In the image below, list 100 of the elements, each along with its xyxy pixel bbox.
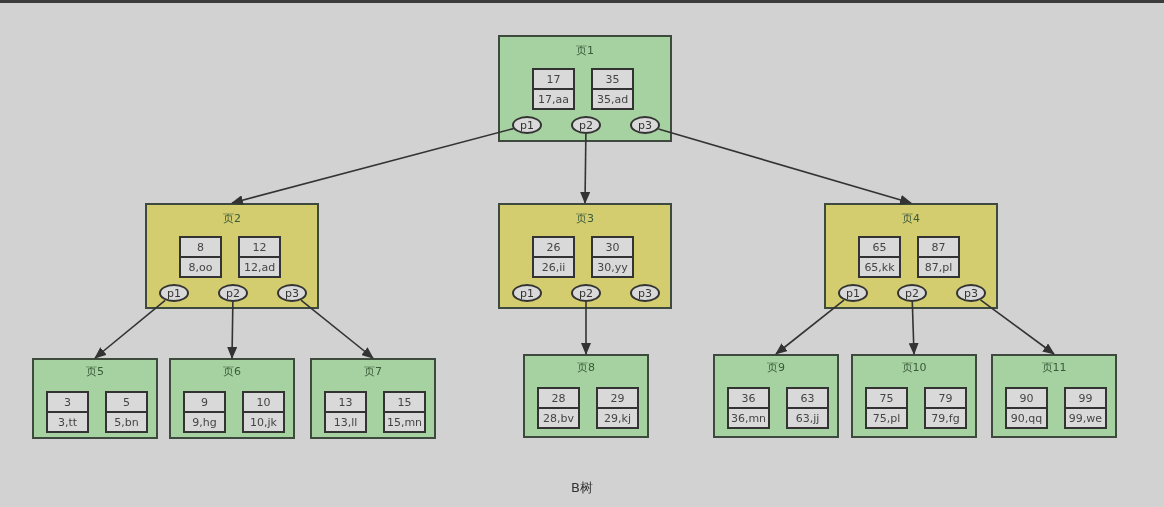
record-text: 63,jj: [788, 407, 827, 427]
key-text: 35: [604, 71, 621, 88]
page-box: [851, 354, 977, 438]
record-text: 75,pl: [867, 407, 906, 427]
record-text: 28,bv: [539, 407, 578, 427]
key-record-cell: [591, 68, 634, 110]
record-text: 36,mn: [729, 407, 768, 427]
pointer-ellipse: p3: [630, 116, 660, 134]
key-record-cell: [1005, 387, 1048, 429]
record-text: 10,jk: [244, 411, 283, 431]
arrow: [908, 301, 919, 355]
record-text: 30,yy: [593, 256, 632, 276]
page-title: 页10: [900, 361, 928, 375]
key-record-cell: [537, 387, 580, 429]
key-record-cell: [46, 391, 89, 433]
record-text: 79,fg: [926, 407, 965, 427]
pointer-ellipse: p1: [512, 284, 542, 302]
page-box: [498, 35, 672, 142]
key-record-cell: [917, 236, 960, 278]
key-text: 65: [871, 239, 888, 256]
page-box: [523, 354, 649, 438]
record-text: 5,bn: [107, 411, 146, 431]
pointer-ellipse: p2: [218, 284, 248, 302]
key-record-cell: [924, 387, 967, 429]
page-box: [991, 354, 1117, 438]
key-text: 3: [63, 394, 72, 411]
page-title: 页6: [222, 365, 242, 379]
key-text: 8: [196, 239, 205, 256]
arrow: [580, 133, 591, 204]
page-title: 页1: [575, 44, 595, 58]
record-text: 65,kk: [860, 256, 899, 276]
page-title: 页3: [575, 212, 595, 226]
pointer-ellipse: p3: [956, 284, 986, 302]
arrow: [979, 299, 1055, 355]
pointer-ellipse: p1: [838, 284, 868, 302]
key-record-cell: [786, 387, 829, 429]
key-record-cell: [179, 236, 222, 278]
key-record-cell: [238, 236, 281, 278]
key-text: 26: [545, 239, 562, 256]
record-text: 29,kj: [598, 407, 637, 427]
key-text: 10: [255, 394, 272, 411]
key-text: 87: [930, 239, 947, 256]
page-title: 页5: [85, 365, 105, 379]
key-text: 36: [740, 390, 757, 407]
page-box: [498, 203, 672, 309]
record-text: 12,ad: [240, 256, 279, 276]
arrow: [94, 299, 166, 359]
pointer-ellipse: p2: [571, 116, 601, 134]
key-record-cell: [183, 391, 226, 433]
key-text: 75: [878, 390, 895, 407]
key-record-cell: [324, 391, 367, 433]
key-text: 29: [609, 390, 626, 407]
pointer-ellipse: p3: [630, 284, 660, 302]
pointer-ellipse: p1: [159, 284, 189, 302]
pointer-ellipse: p2: [897, 284, 927, 302]
record-text: 35,ad: [593, 88, 632, 108]
record-text: 8,oo: [181, 256, 220, 276]
key-text: 9: [200, 394, 209, 411]
key-text: 17: [545, 71, 562, 88]
key-text: 12: [251, 239, 268, 256]
key-text: 90: [1018, 390, 1035, 407]
key-record-cell: [591, 236, 634, 278]
key-record-cell: [383, 391, 426, 433]
key-record-cell: [596, 387, 639, 429]
key-record-cell: [242, 391, 285, 433]
key-record-cell: [532, 68, 575, 110]
page-box: [32, 358, 158, 439]
arrow: [231, 127, 515, 205]
key-record-cell: [1064, 387, 1107, 429]
record-text: 13,ll: [326, 411, 365, 431]
record-text: 99,we: [1066, 407, 1105, 427]
page-box: [310, 358, 436, 439]
arrow: [227, 301, 238, 359]
page-title: 页7: [363, 365, 383, 379]
pointer-ellipse: p3: [277, 284, 307, 302]
pointer-ellipse: p2: [571, 284, 601, 302]
page-box: [713, 354, 839, 438]
key-text: 79: [937, 390, 954, 407]
key-text: 28: [550, 390, 567, 407]
key-record-cell: [532, 236, 575, 278]
caption: B树: [570, 479, 594, 497]
key-record-cell: [865, 387, 908, 429]
key-record-cell: [858, 236, 901, 278]
key-text: 5: [122, 394, 131, 411]
pointer-ellipse: p1: [512, 116, 542, 134]
key-text: 15: [396, 394, 413, 411]
key-record-cell: [727, 387, 770, 429]
arrow: [581, 301, 591, 355]
key-text: 63: [799, 390, 816, 407]
arrow: [775, 299, 845, 355]
record-text: 87,pl: [919, 256, 958, 276]
record-text: 17,aa: [534, 88, 573, 108]
arrow: [657, 128, 912, 205]
record-text: 15,mn: [385, 411, 424, 431]
page-title: 页2: [222, 212, 242, 226]
record-text: 26,ii: [534, 256, 573, 276]
key-record-cell: [105, 391, 148, 433]
record-text: 90,qq: [1007, 407, 1046, 427]
arrow: [300, 299, 374, 359]
page-box: [145, 203, 319, 309]
